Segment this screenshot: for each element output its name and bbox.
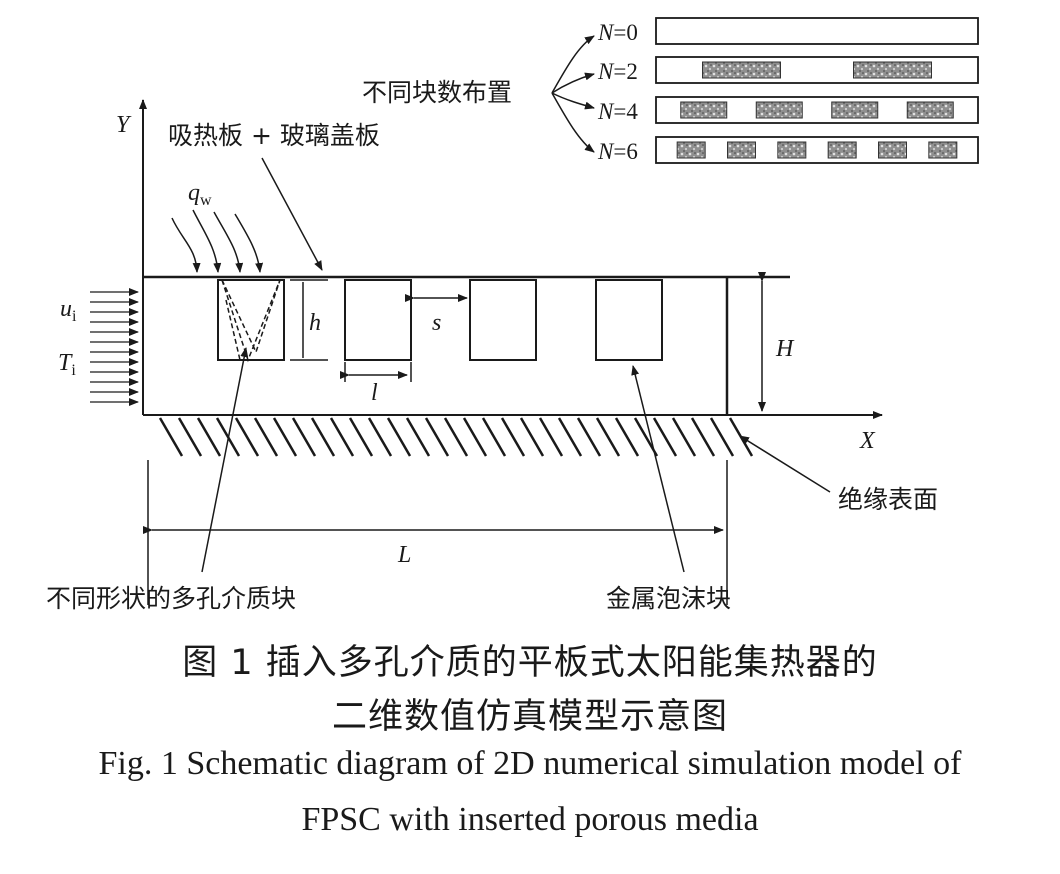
layout-channel [655,17,979,45]
foam-block [878,141,907,159]
s-label: s [432,310,441,336]
porous-block-2 [344,279,412,361]
porous-block-4 [595,279,663,361]
schematic-diagram: Y X h s l H L ui Ti [46,17,979,613]
layout-channel [655,136,979,164]
porous-block-shapes [217,279,285,363]
layout-row: N=0 [597,17,979,45]
foam-block [755,101,803,119]
caption-cn-line2: 二维数值仿真模型示意图 [331,697,728,737]
foam-block [727,141,756,159]
y-axis-label: Y [116,112,132,138]
porous-block-3 [469,279,537,361]
inlet-velocity-label: ui [60,296,77,325]
layout-channel [655,96,979,124]
inlet-temperature-label: Ti [58,350,76,379]
block-layout-label: 不同块数布置 [362,78,512,107]
metal-foam-label: 金属泡沫块 [606,584,731,613]
insulation-hatching [158,417,754,457]
x-axis-label: X [859,428,876,454]
foam-block [827,141,857,159]
heat-flux-label: qw [188,180,212,209]
foam-block [831,101,879,119]
foam-block [853,61,932,79]
absorber-glass-label: 吸热板 + 玻璃盖板 [168,121,380,150]
porous-shapes-label: 不同形状的多孔介质块 [46,584,296,613]
layout-row: N=4 [597,96,979,124]
layout-n-label: N=0 [597,20,638,45]
caption-en-line1: Fig. 1 Schematic diagram of 2D numerical… [98,745,962,782]
layout-row: N=2 [597,56,979,84]
metal-foam-leader [631,365,685,573]
h-label: h [309,310,321,336]
layout-fan-arrows [551,35,595,153]
foam-block [928,141,958,159]
heat-flux-arrows [171,209,264,273]
l-label: l [371,380,378,406]
insulated-surface-label: 绝缘表面 [838,485,938,514]
foam-block [680,101,728,119]
layout-n-label: N=6 [597,139,638,164]
foam-block [777,141,807,159]
H-label: H [775,336,795,362]
caption-en-line2: FPSC with inserted porous media [301,801,759,838]
layout-channel [655,56,979,84]
inlet-flow-arrows [90,288,139,406]
layout-n-label: N=2 [597,59,638,84]
absorber-leader [261,157,323,271]
foam-block [906,101,954,119]
caption-cn-line1: 图 1 插入多孔介质的平板式太阳能集热器的 [182,643,878,683]
foam-block [676,141,706,159]
foam-block [702,61,781,79]
block-layouts: N=0N=2N=4N=6 [597,17,979,164]
porous-shapes-leader [201,347,249,573]
L-label: L [397,542,411,568]
insulation-leader [739,435,831,493]
layout-n-label: N=4 [597,99,638,124]
layout-row: N=6 [597,136,979,164]
